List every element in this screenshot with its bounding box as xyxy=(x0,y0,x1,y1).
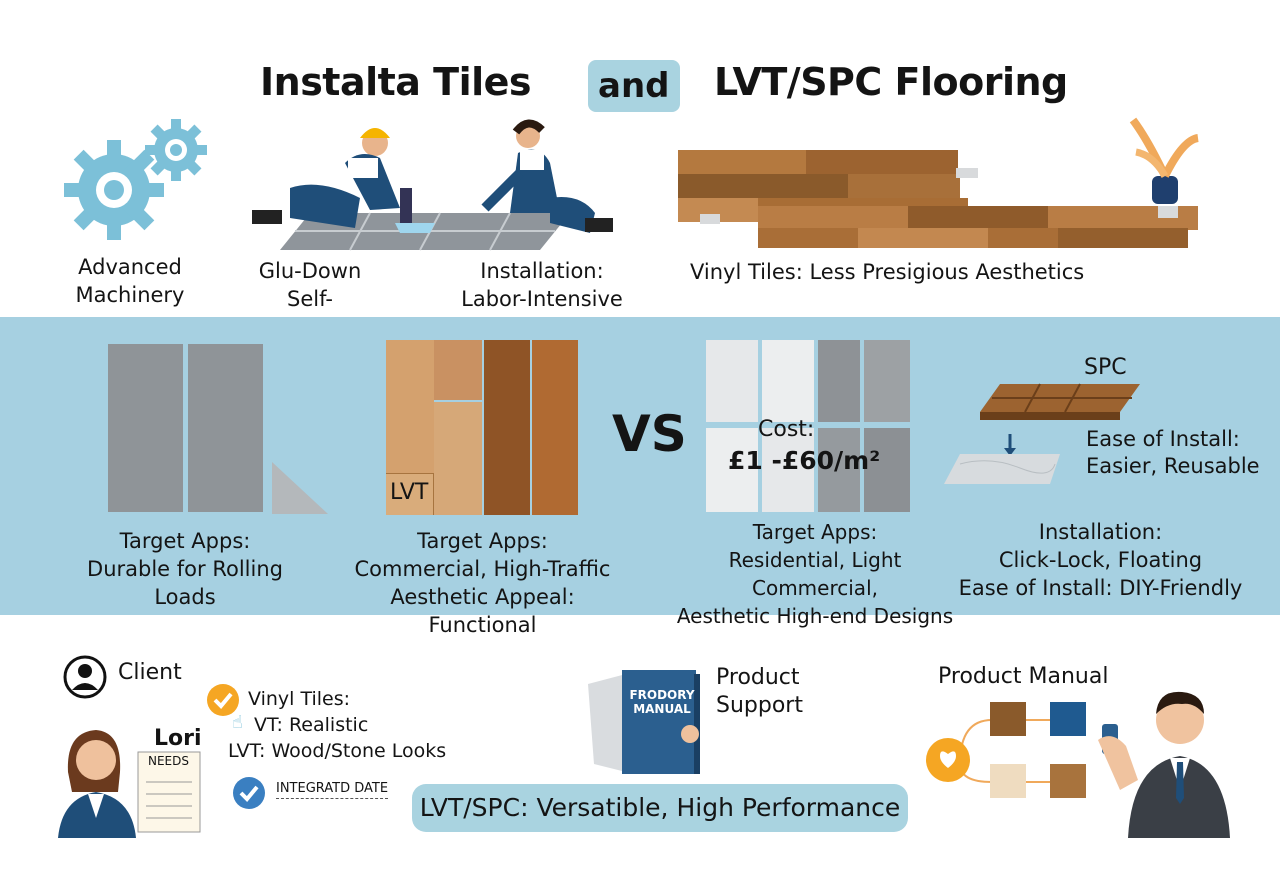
vinyl-note: Vinyl Tiles: Less Presigious Aesthetics xyxy=(690,260,1085,284)
lvt-col-line-2: Commercial, High-Traffic xyxy=(354,557,611,581)
install-line-2: Labor-Intensive xyxy=(461,287,623,311)
check-line-3: LVT: Wood/Stone Looks xyxy=(228,740,447,762)
check-orange-icon xyxy=(207,684,239,716)
check-line-1: Vinyl Tiles: xyxy=(248,688,351,710)
product-support-label: Product Support xyxy=(716,664,803,720)
summary-pill: LVT/SPC: Versatible, High Performance xyxy=(412,784,908,832)
client-name: Lori xyxy=(154,726,202,751)
title-right: LVT/SPC Flooring xyxy=(714,60,1068,104)
lvt-planks: LVT xyxy=(386,340,578,515)
cost-col-label: Target Apps: Residential, Light Commerci… xyxy=(670,518,960,630)
client-icon xyxy=(63,655,107,699)
cost-value: £1 -£60/m² xyxy=(728,446,881,475)
lvt-badge: LVT xyxy=(386,473,434,515)
spc-illustration xyxy=(944,383,1140,484)
machinery-line-1: Advanced xyxy=(78,255,182,279)
cost-col-line-2: Residential, Light Commercial, xyxy=(728,548,902,600)
cost-label: Cost: xyxy=(758,417,815,442)
product-support-line-2: Support xyxy=(716,693,803,718)
spc-col-line-1: Installation: xyxy=(1038,520,1163,544)
spc-title: SPC xyxy=(1084,355,1127,380)
client-label: Client xyxy=(118,660,182,685)
install-line-1: Installation: xyxy=(480,259,604,283)
product-manual-diagram xyxy=(926,702,1086,798)
product-manual-label: Product Manual xyxy=(938,664,1109,689)
workers-illustration xyxy=(252,119,613,251)
wood-planks-illustration xyxy=(678,117,1200,248)
machinery-label: Advanced Machinery xyxy=(60,253,200,309)
cost-col-line-1: Target Apps: xyxy=(752,520,878,544)
lvt-col-line-1: Target Apps: xyxy=(417,529,548,553)
lvt-col-label: Target Apps: Commercial, High-Traffic Ae… xyxy=(340,527,625,639)
left-col-line-2: Durable for Rolling Loads xyxy=(87,557,283,609)
spc-col-line-3: Ease of Install: DIY-Friendly xyxy=(958,576,1243,600)
cost-col-line-3: Aesthetic High-end Designs xyxy=(676,604,954,628)
lvt-col-line-3: Aesthetic Appeal: Functional xyxy=(390,585,575,637)
businessman-illustration xyxy=(1098,691,1230,838)
glue-line-1: Glu-Down xyxy=(258,259,362,283)
manual-book-line-2: MANUAL xyxy=(633,702,691,716)
manual-book-title: FRODORY MANUAL xyxy=(628,688,696,716)
gray-tile-2 xyxy=(188,344,263,512)
gears-icon xyxy=(64,119,207,240)
gray-tile-corner xyxy=(272,462,328,514)
hand-pointer-icon: ☝ xyxy=(232,712,243,733)
manual-book-line-1: FRODORY xyxy=(629,688,695,702)
needs-label: NEEDS xyxy=(148,754,189,768)
spc-ease-line-1: Ease of Install: xyxy=(1086,427,1240,451)
spc-col-label: Installation: Click-Lock, Floating Ease … xyxy=(958,518,1243,602)
title-left: Instalta Tiles xyxy=(260,60,532,104)
product-support-line-1: Product xyxy=(716,665,800,690)
machinery-line-2: Machinery xyxy=(75,283,185,307)
install-label: Installation: Labor-Intensive xyxy=(452,257,632,313)
stone-tiles xyxy=(706,340,910,512)
check-blue-icon xyxy=(233,777,265,809)
manual-book-illustration xyxy=(588,670,700,774)
integrated-date: INTEGRATD DATE xyxy=(276,781,389,799)
spc-col-line-2: Click-Lock, Floating xyxy=(998,548,1203,572)
spc-ease-line-2: Easier, Reusable xyxy=(1086,454,1260,478)
and-badge: and xyxy=(588,60,680,112)
vs-label: VS xyxy=(612,405,687,463)
spc-ease-label: Ease of Install: Easier, Reusable xyxy=(1086,426,1260,480)
left-col-line-1: Target Apps: xyxy=(119,529,251,553)
client-person-illustration xyxy=(58,730,201,838)
gray-tile-1 xyxy=(108,344,183,512)
check-line-2: VT: Realistic xyxy=(254,714,369,736)
left-col-label: Target Apps: Durable for Rolling Loads xyxy=(60,527,310,611)
